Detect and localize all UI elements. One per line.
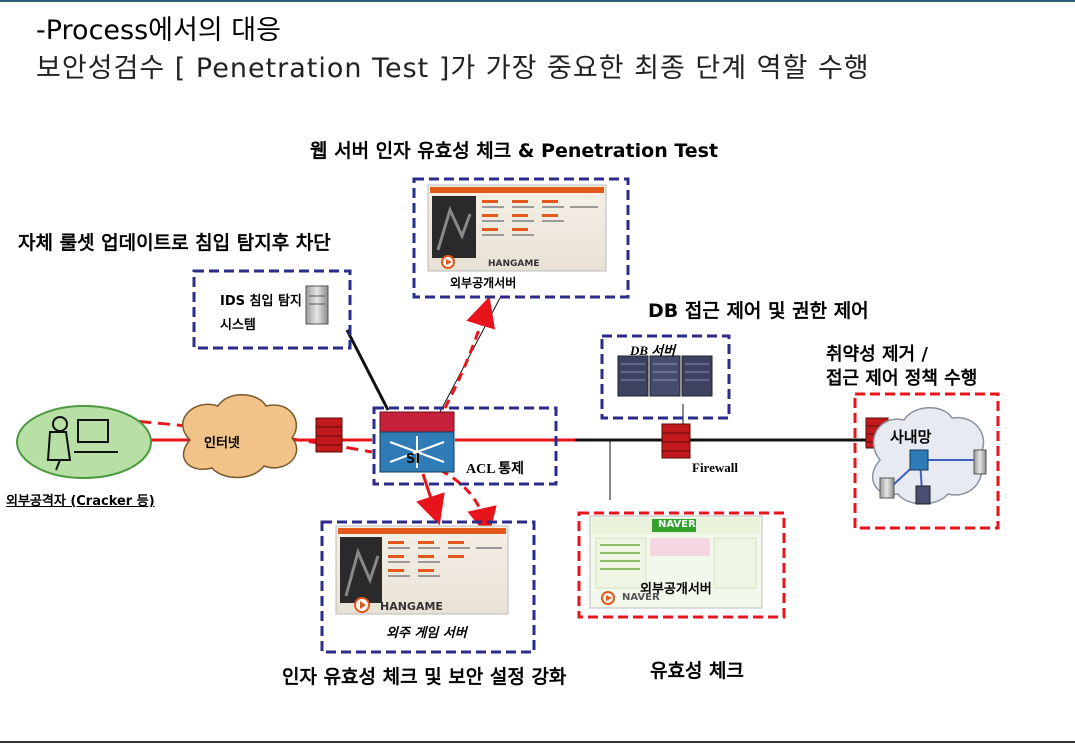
naver-logo-bottom: NAVER	[622, 592, 660, 603]
firewall-label: Firewall	[692, 460, 738, 475]
attacker-icon	[16, 405, 152, 479]
label-ids-rule: 자체 룰셋 업데이트로 침입 탐지후 차단	[18, 232, 331, 254]
page-subtitle: 보안성검수 [ Penetration Test ]가 가장 중요한 최종 단계…	[36, 53, 870, 84]
intranet-cloud-icon	[871, 407, 987, 505]
label-vuln-line1: 취약성 제거 /	[826, 344, 928, 365]
label-input-check: 인자 유효성 체크 및 보안 설정 강화	[282, 666, 567, 688]
db-server-icon	[617, 355, 713, 397]
label-validity-check: 유효성 체크	[650, 660, 745, 682]
page-title: -Process에서의 대응	[36, 15, 281, 46]
intranet-label: 사내망	[890, 428, 932, 446]
acl-label: ACL 통제	[466, 462, 525, 477]
ids-box	[192, 269, 352, 350]
web-server-top-box	[412, 177, 630, 299]
label-db-control: DB 접근 제어 및 권한 제어	[648, 300, 869, 322]
naver-screenshot	[589, 515, 763, 609]
label-vuln-line2: 접근 제어 정책 수행	[826, 368, 978, 389]
naver-logo-top: NAVER	[658, 519, 696, 530]
label-web-check: 웹 서버 인자 유효성 체크 & Penetration Test	[310, 140, 719, 162]
game-server-label: 외주 게임 서버	[386, 626, 467, 641]
game-server-box	[320, 520, 536, 654]
ids-label-line1: IDS 침입 탐지	[220, 294, 302, 309]
public-server-right-label: 외부공개서버	[640, 582, 712, 597]
intranet-box	[853, 392, 1000, 530]
firewall-icon-left	[315, 417, 343, 453]
hangame-screenshot-bottom	[335, 525, 509, 615]
switch-label: SI	[406, 452, 421, 467]
db-server-box	[600, 334, 731, 420]
ids-server-icon	[305, 285, 329, 325]
ids-label-line2: 시스템	[220, 318, 256, 333]
naver-server-box	[577, 511, 786, 619]
internet-cloud-icon	[182, 394, 298, 479]
firewall-icon-center	[661, 423, 691, 459]
db-server-label: DB 서버	[630, 343, 676, 358]
attack-arrow-down-dashed	[439, 468, 497, 538]
public-server-top-label: 외부공개서버	[450, 276, 517, 290]
switch-icon	[379, 411, 455, 473]
ids-link	[345, 329, 390, 411]
hangame-screenshot-top	[427, 184, 607, 272]
hangame-logo-top: HANGAME	[488, 259, 540, 269]
attack-arrow-down	[416, 473, 445, 526]
internet-label: 인터넷	[204, 436, 240, 451]
top-border	[0, 0, 1075, 2]
attack-arrow-up	[443, 296, 496, 409]
switch-box	[372, 406, 558, 486]
bottom-border	[0, 741, 1075, 743]
hangame-logo-bottom: HANGAME	[380, 600, 443, 613]
web-link	[439, 297, 501, 413]
attacker-label: 외부공격자 (Cracker 등)	[6, 494, 155, 509]
